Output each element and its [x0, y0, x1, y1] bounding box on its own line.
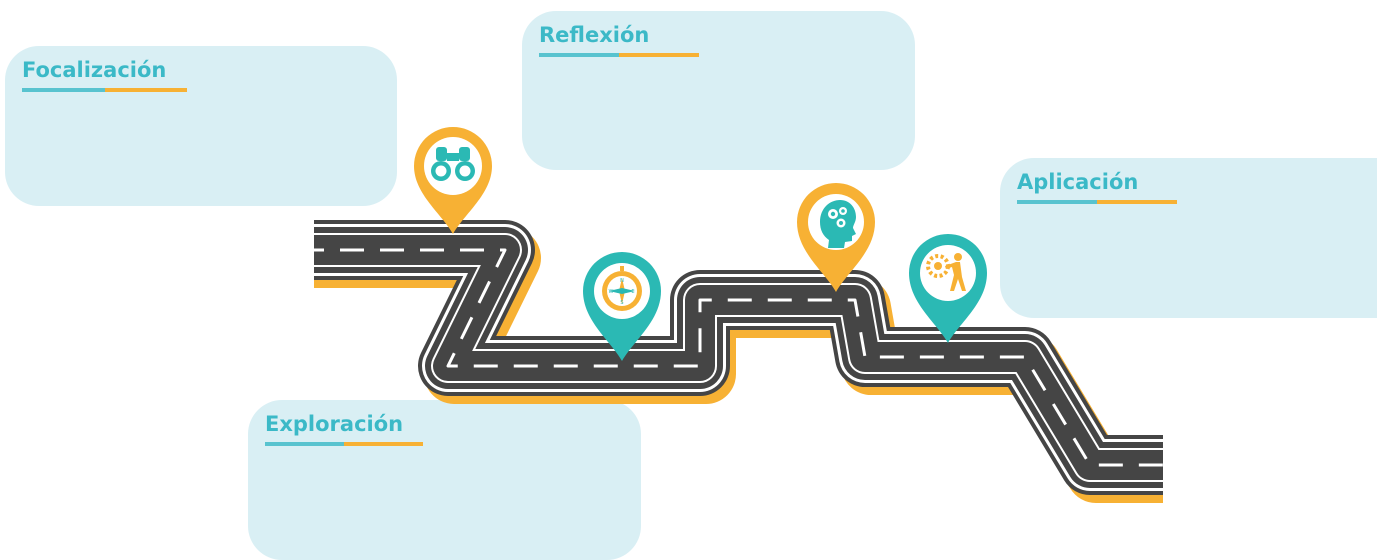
card-focalizacion: Focalización [5, 46, 397, 206]
compass-letter-e: E [631, 289, 634, 295]
card-aplicacion: Aplicación [1000, 158, 1377, 318]
card-title-focalizacion: Focalización [22, 58, 167, 82]
compass-letter-w: W [609, 289, 614, 295]
pin-exploracion: N S E W [583, 252, 661, 361]
compass-letter-s: S [620, 300, 623, 306]
compass-icon: N S E W [602, 266, 642, 311]
card-title-aplicacion: Aplicación [1017, 170, 1139, 194]
compass-letter-n: N [620, 278, 624, 284]
card-title-reflexion: Reflexión [539, 23, 650, 47]
pin-reflexion [797, 183, 875, 292]
binoculars-icon [431, 147, 475, 181]
title-underline [22, 88, 187, 92]
brain-gears-icon [820, 200, 856, 248]
card-reflexion: Reflexión [522, 11, 915, 170]
card-title-exploracion: Exploración [265, 412, 404, 436]
road-center-dashes [314, 248, 1163, 467]
title-underline [1017, 200, 1177, 204]
card-exploracion: Exploración [248, 400, 641, 560]
title-underline [265, 442, 423, 446]
pin-focalizacion [414, 127, 492, 234]
pin-aplicacion [909, 234, 987, 343]
person-pushing-gear-icon [926, 253, 966, 291]
title-underline [539, 53, 699, 57]
